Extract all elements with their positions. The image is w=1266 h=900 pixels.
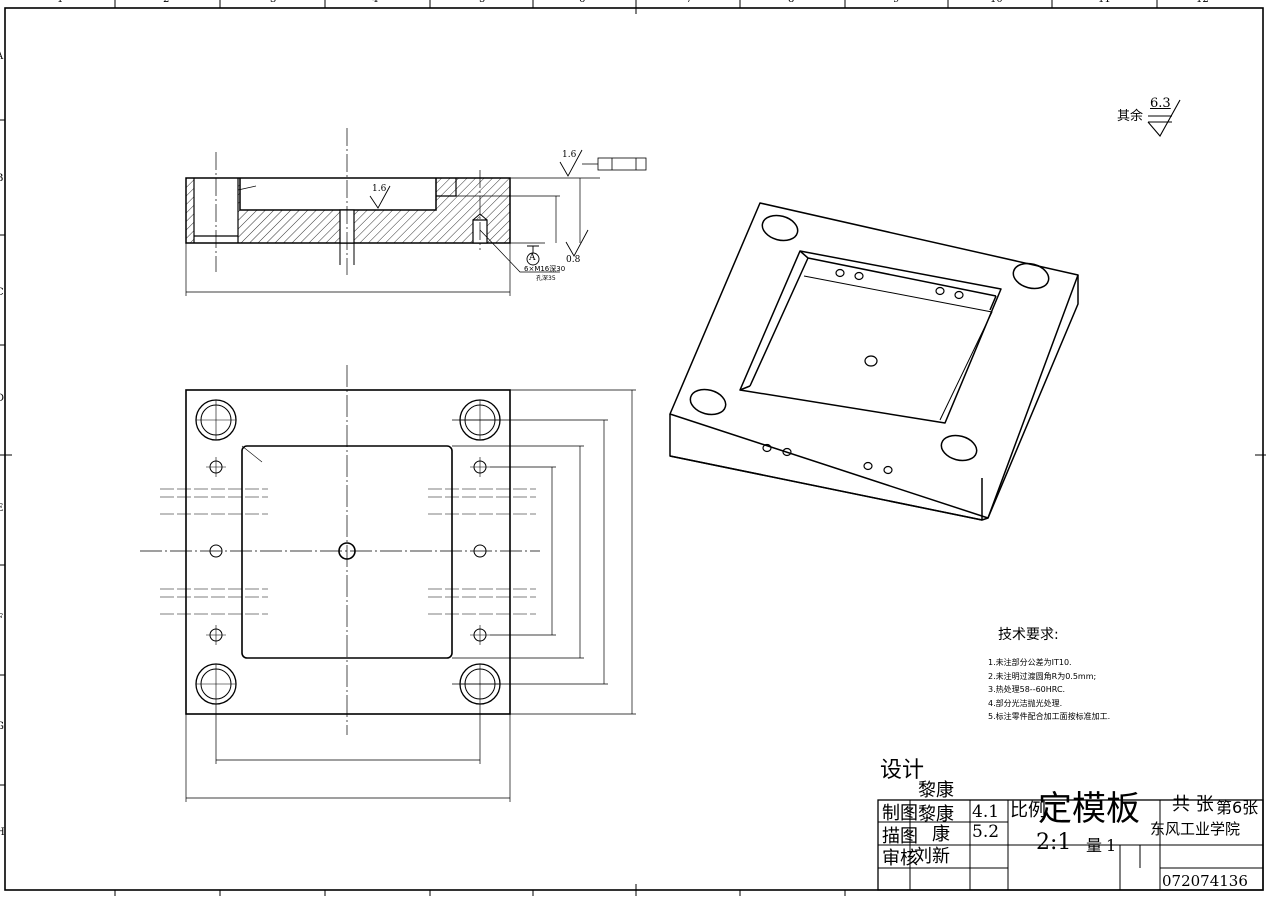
sheet-number: 第6张 [1216,798,1259,817]
zone-number: 10 [990,0,1003,5]
designer-name: 黎康 [918,780,954,801]
zone-letter: H [0,827,5,838]
tech-requirement-item: 5.标注零件配合加工面按标准加工. [988,712,1111,721]
plan-view [140,365,636,802]
zone-number: 5 [479,0,485,5]
roughness-other-label: 其余 [1117,109,1144,124]
tech-requirement-item: 2.未注明过渡圆角R为0.5mm; [988,671,1097,681]
quantity-label: 量 [1086,836,1103,855]
date-2: 5.2 [972,822,1000,842]
roughness-other-value: 6.3 [1150,96,1171,111]
roughness-value-floor: 1.6 [372,184,387,194]
sheet-frame [4,7,1264,891]
drawing-number: 072074136 [1162,872,1248,890]
drafter-name: 黎康 [918,804,954,825]
date-1: 4.1 [972,802,1000,822]
zone-number: 3 [270,0,276,5]
tracer-name: 康 [932,824,950,845]
title-block-grid [877,799,1264,891]
zone-number: 2 [163,0,169,5]
isometric-view [669,202,1079,521]
zone-number: 1 [57,0,63,5]
part-name: 定模板 [1038,789,1140,829]
quantity-value: 1 [1106,836,1117,855]
roughness-value-top: 1.6 [562,150,577,160]
zone-number: 11 [1098,0,1111,5]
role-check: 描图 [882,826,918,847]
zone-number: 12 [1196,0,1209,5]
zone-number: 4 [372,0,378,5]
auditor-name: 刘新 [914,846,950,867]
role-audit: 审核 [882,848,918,869]
tech-requirements-title: 技术要求: [998,627,1059,643]
roughness-value-bottom: 0.8 [566,255,581,265]
school-name: 东风工业学院 [1150,820,1241,838]
zone-letter: B [0,174,3,184]
zone-number: 8 [788,0,794,5]
role-draw: 制图 [882,803,918,824]
other-roughness-symbol [1147,99,1181,137]
tech-requirements-list: 1.未注部分公差为IT10. 2.未注明过渡圆角R为0.5mm; 3.热处理58… [988,656,1188,724]
zone-letter: G [0,722,4,732]
tech-requirement-item: 3.热处理58--60HRC. [988,685,1066,694]
role-design: 设计 [880,758,925,783]
zone-number: 9 [893,0,899,5]
tech-requirement-item: 4.部分光洁抛光处理. [988,698,1063,708]
zone-letter: E [0,504,3,514]
thread-note: 6×M16深30 [524,265,566,273]
scale-value: 2:1 [1036,830,1072,855]
zone-letter: D [0,393,5,404]
zone-number: 6 [579,0,585,5]
zone-letter: F [0,614,3,624]
datum-label: A [529,253,536,263]
section-view [185,128,647,296]
zone-letter: A [0,52,3,62]
thread-depth-note: 孔深35 [536,275,556,282]
scale-label: 比例 [1010,800,1046,821]
tech-requirement-item: 1.未注部分公差为IT10. [988,658,1072,667]
zone-letter: C [0,288,4,298]
sheets-total: 共 张 [1172,794,1214,815]
zone-number: 7 [686,0,692,5]
